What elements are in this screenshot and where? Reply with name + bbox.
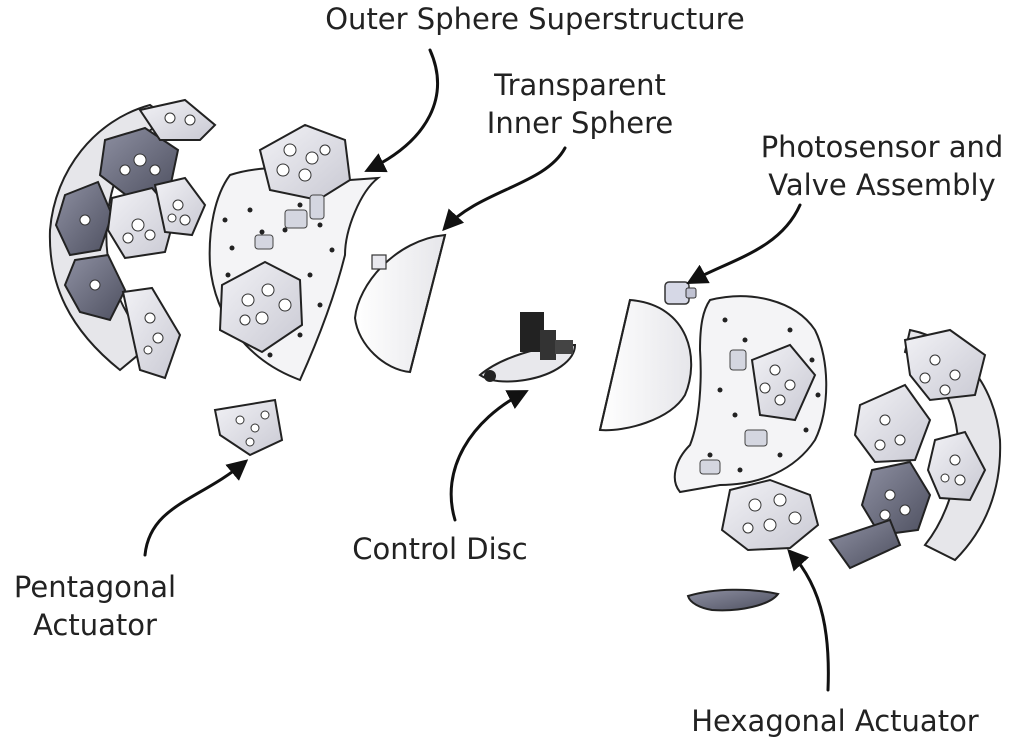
left-outer-shell: [48, 98, 217, 380]
label-pentagonal-actuator: Pentagonal Actuator: [0, 568, 190, 644]
label-line: Outer Sphere Superstructure: [325, 2, 745, 36]
arrow-pentagonal: [143, 459, 249, 557]
label-line: Inner Sphere: [486, 106, 674, 140]
arrow-outer-sphere: [364, 48, 439, 173]
photosensor-valve-assembly: [664, 281, 697, 305]
arrow-inner-sphere: [442, 146, 567, 232]
label-line: Hexagonal Actuator: [691, 704, 979, 738]
outer-sphere-superstructure-right: [673, 295, 828, 494]
label-outer-sphere-superstructure: Outer Sphere Superstructure: [300, 0, 770, 38]
label-line: Transparent: [494, 68, 666, 102]
arrow-photosensor: [686, 203, 802, 285]
transparent-inner-sphere-left: [353, 233, 447, 374]
label-line: Pentagonal: [13, 570, 177, 604]
right-outer-shell: [828, 328, 1002, 570]
label-line: Photosensor and: [760, 130, 1004, 164]
loose-panel-piece: [686, 588, 780, 612]
transparent-inner-sphere-right: [598, 298, 693, 432]
label-hexagonal-actuator: Hexagonal Actuator: [660, 702, 1010, 740]
callout-arrows: [143, 48, 830, 692]
label-line: Actuator: [33, 608, 157, 642]
control-disc: [478, 312, 577, 383]
label-line: Control Disc: [352, 532, 528, 566]
arrow-hexagonal: [787, 548, 830, 692]
arrow-control-disc: [449, 390, 529, 522]
label-transparent-inner-sphere: Transparent Inner Sphere: [450, 66, 710, 142]
outer-sphere-superstructure-left: [208, 123, 382, 382]
label-control-disc: Control Disc: [310, 530, 570, 568]
label-photosensor-valve-assembly: Photosensor and Valve Assembly: [740, 128, 1024, 204]
pentagonal-actuator: [213, 398, 284, 457]
label-line: Valve Assembly: [768, 168, 996, 202]
hexagonal-actuator: [720, 478, 820, 552]
